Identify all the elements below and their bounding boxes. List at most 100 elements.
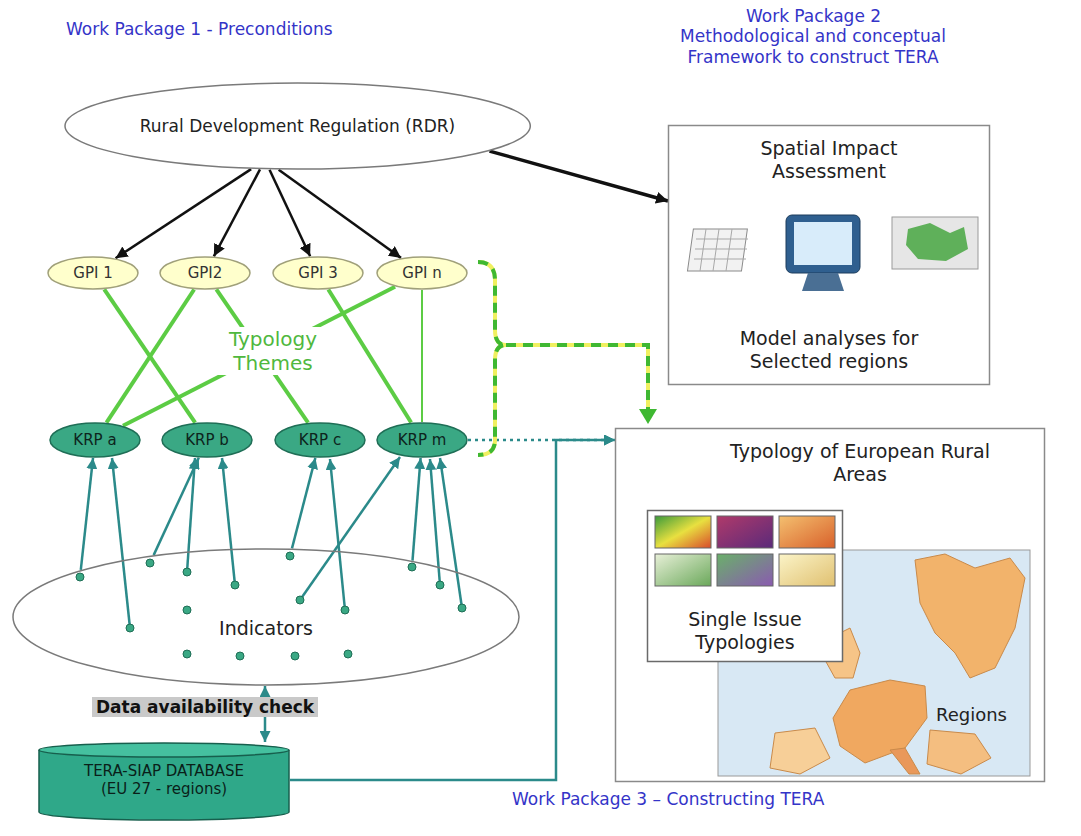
arrow-head (639, 409, 657, 424)
connector (81, 458, 93, 570)
node-heading: Typology of European Rural Areas (725, 440, 995, 486)
indicator-dot (344, 650, 352, 658)
box-outline (616, 429, 1045, 782)
ellipse-outline (377, 423, 467, 457)
monitor-stand (802, 273, 844, 291)
indicator-dot (286, 552, 294, 560)
indicator-group-ellipse: GPI 3 (272, 256, 364, 290)
connector (116, 169, 252, 258)
connector (328, 290, 411, 423)
key-rural-parameter-ellipse: KRP b (161, 422, 253, 458)
connector (421, 290, 423, 422)
indicator-dot (408, 563, 416, 571)
node-heading: Work Package 2 (548, 6, 1079, 26)
indicator-dot (231, 581, 239, 589)
connector (104, 289, 195, 422)
bracket (478, 262, 506, 455)
ellipse-outline (160, 257, 250, 289)
indicator-dot (291, 652, 299, 660)
node-text: Methodological and conceptual Framework … (633, 26, 993, 67)
node-heading: KRP b (185, 431, 229, 449)
node-heading: Indicators (219, 617, 313, 640)
indicator-arrow (430, 459, 440, 585)
indicator-group-ellipse: GPI2 (159, 256, 251, 290)
ellipse-outline (162, 423, 252, 457)
band-label-holder: Data availability check (92, 697, 318, 717)
table-lines (694, 229, 748, 271)
dashed-link (506, 345, 648, 410)
cylinder-top (39, 743, 289, 757)
ellipse-outline (65, 83, 530, 169)
thumbnail-map (655, 554, 711, 586)
map-frame (718, 550, 1030, 776)
node-heading: KRP m (398, 431, 447, 449)
ellipse-outline (275, 423, 365, 457)
connector (214, 169, 260, 256)
thumbnail-map (779, 554, 835, 586)
map-region (927, 730, 991, 774)
node-heading: GPI n (402, 264, 441, 282)
indicator-dot (146, 559, 154, 567)
map-region (833, 680, 927, 763)
ellipse-outline (50, 423, 140, 457)
table-icon (687, 229, 747, 271)
key-rural-parameter-ellipse: KRP c (274, 422, 366, 458)
indicator-dot (183, 606, 191, 614)
node-heading: Single Issue Typologies (655, 608, 835, 654)
connector (279, 170, 401, 258)
indicator-arrow (222, 458, 235, 585)
map-region (890, 748, 920, 774)
node-heading: Work Package 1 - Preconditions (66, 19, 333, 39)
indicator-dot (296, 596, 304, 604)
indicator-dot (183, 568, 191, 576)
ellipse-outline (13, 549, 519, 685)
connector (413, 458, 421, 561)
single-issue-box: Single Issue Typologies (647, 510, 843, 662)
map-icon (892, 217, 978, 269)
cylinder-body (39, 750, 289, 820)
work-package-frame: Spatial Impact AssessmentModel analyses … (20, 95, 1077, 832)
ellipse-outline (377, 257, 467, 289)
node-heading: Rural Development Regulation (RDR) (140, 116, 455, 136)
monitor-icon (786, 215, 860, 273)
connector (290, 440, 615, 780)
indicator-dot (458, 604, 466, 612)
ellipse-outline (48, 257, 138, 289)
node-text: Model analyses for Selected regions (709, 327, 949, 373)
database-cylinder: TERA-SIAP DATABASE (EU 27 - regions) (38, 742, 290, 820)
node-heading: GPI 1 (73, 264, 112, 282)
indicator-arrow (112, 458, 130, 628)
node-heading: GPI2 (188, 264, 223, 282)
typology-box: Single Issue Typologies Typology of Europ… (615, 428, 1045, 782)
node-heading: KRP c (299, 431, 341, 449)
connector (106, 290, 194, 423)
dashed-link (506, 345, 648, 410)
node-heading: Spatial Impact Assessment (719, 137, 939, 183)
indicators-ellipse: Indicators (12, 548, 520, 686)
theme-label-holder: Typology Themes (216, 327, 330, 375)
regulation-ellipse: Rural Development Regulation (RDR) (64, 82, 531, 170)
bracket (478, 262, 506, 455)
connector (264, 686, 267, 742)
node-heading: TERA-SIAP DATABASE (EU 27 - regions) (74, 762, 254, 798)
indicator-dot (126, 624, 134, 632)
connector (216, 289, 308, 422)
indicator-group-ellipse: GPI n (376, 256, 468, 290)
indicator-dot (76, 573, 84, 581)
box-outline (669, 126, 990, 385)
thumbnail-map (779, 516, 835, 548)
key-rural-parameter-ellipse: KRP m (376, 422, 468, 458)
indicator-arrow (330, 459, 345, 610)
indicator-group-ellipse: GPI 1 (47, 256, 139, 290)
indicator-dot (436, 581, 444, 589)
connector (490, 151, 668, 201)
band-label: Data availability check (92, 697, 318, 717)
thumbnail-map (717, 554, 773, 586)
indicator-arrow (300, 457, 400, 600)
node-heading: KRP a (73, 431, 116, 449)
connector (123, 287, 395, 426)
node-heading: Work Package 3 – Constructing TERA (512, 789, 824, 809)
indicator-arrow (187, 458, 195, 572)
key-rural-parameter-ellipse: KRP a (49, 422, 141, 458)
indicator-dot (341, 606, 349, 614)
